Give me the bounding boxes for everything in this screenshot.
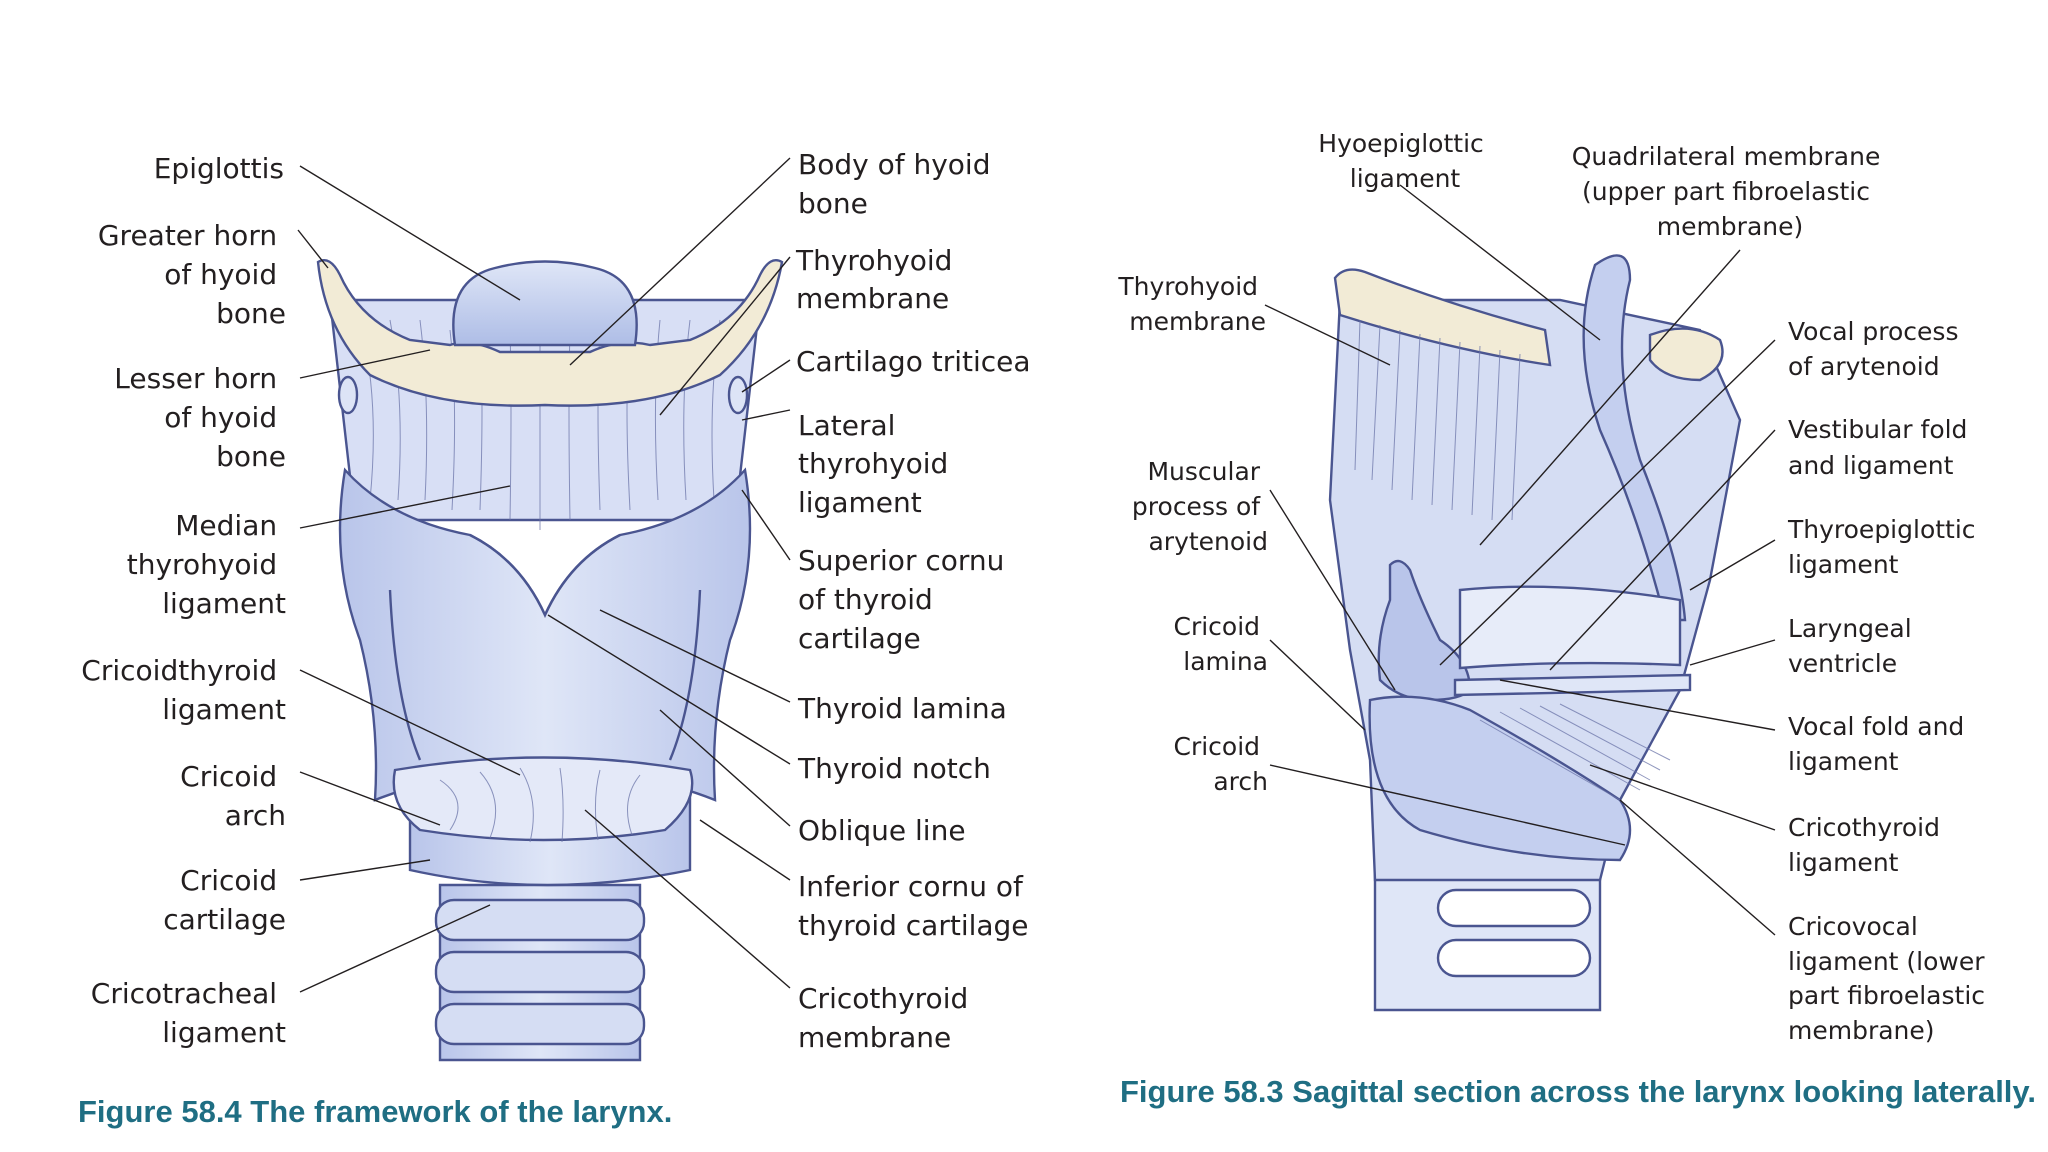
label-cricothyroid-membrane: Cricothyroid membrane — [798, 982, 977, 1054]
label-quadrilateral-membrane: Quadrilateral membrane (upper part fibro… — [1572, 142, 1889, 241]
label-sag-thyrohyoid-membrane: Thyrohyoid membrane — [1117, 272, 1266, 336]
framework-leaders — [297, 157, 791, 993]
label-vocal-fold: Vocal fold and ligament — [1788, 712, 1972, 776]
label-sag-cricoid-arch: Cricoid arch — [1174, 732, 1269, 796]
sagittal-cricoid — [1368, 695, 1632, 862]
sagittal-labels-top: Hyoepiglottic ligament Quadrilateral mem… — [1318, 129, 1889, 241]
label-lateral-thyrohyoid: Lateral thyrohyoid ligament — [798, 409, 957, 519]
membrane-fibres — [359, 319, 721, 530]
sagittal-labels-right: Vocal process of arytenoid Vestibular fo… — [1787, 317, 1993, 1045]
caption-figure-58-4: Figure 58.4 The framework of the larynx. — [78, 1094, 672, 1129]
label-body-of-hyoid: Body of hyoid bone — [798, 148, 999, 220]
label-median-thyrohyoid: Median thyrohyoid ligament — [127, 509, 286, 620]
sagittal-epiglottis — [1582, 254, 1687, 622]
label-cricoid-cartilage: Cricoid cartilage — [163, 864, 286, 936]
label-oblique-line: Oblique line — [798, 814, 966, 847]
label-laryngeal-ventricle: Laryngeal ventricle — [1788, 614, 1920, 678]
label-epiglottis: Epiglottis — [154, 152, 284, 185]
label-vocal-process: Vocal process of arytenoid — [1788, 317, 1966, 381]
cricothyroid-window — [392, 756, 694, 842]
label-thyroepiglottic: Thyroepiglottic ligament — [1787, 515, 1984, 579]
label-thyroid-lamina: Thyroid lamina — [797, 692, 1007, 725]
caption-figure-58-3: Figure 58.3 Sagittal section across the … — [1120, 1074, 2036, 1109]
label-cricotracheal: Cricotracheal ligament — [91, 977, 286, 1049]
thyroid-notch-line — [469, 533, 621, 618]
label-greater-horn: Greater horn of hyoid bone — [98, 219, 286, 330]
label-lesser-horn: Lesser horn of hyoid bone — [114, 362, 286, 473]
label-vestibular-fold: Vestibular fold and ligament — [1788, 415, 1975, 480]
label-inferior-cornu: Inferior cornu of thyroid cartilage — [798, 870, 1032, 942]
label-cricoid-arch-left: Cricoid arch — [180, 760, 286, 832]
framework-illustration — [316, 258, 784, 1062]
framework-labels-right: Body of hyoid bone Thyrohyoid membrane C… — [795, 148, 1032, 1054]
label-superior-cornu: Superior cornu of thyroid cartilage — [798, 544, 1013, 655]
label-thyroid-notch: Thyroid notch — [797, 752, 991, 785]
sagittal-leaders — [1264, 184, 1776, 936]
label-cricovocal: Cricovocal ligament (lower part fibroela… — [1788, 912, 1993, 1045]
label-cartilago-triticea: Cartilago triticea — [796, 345, 1031, 378]
tracheal-rings — [434, 898, 646, 1046]
sagittal-ventricle — [1458, 585, 1682, 670]
epiglottis — [452, 260, 638, 347]
label-sag-cricothyroid: Cricothyroid ligament — [1788, 813, 1948, 877]
sagittal-vocal-fold — [1453, 673, 1692, 697]
hyoid-bone — [316, 258, 784, 407]
label-muscular-process: Muscular process of arytenoid — [1132, 457, 1268, 556]
label-thyrohyoid-membrane: Thyrohyoid membrane — [795, 244, 961, 315]
sagittal-illustration — [1328, 254, 1742, 1012]
framework-labels-left: Epiglottis Greater horn of hyoid bone Le… — [81, 152, 286, 1049]
label-hyoepiglottic: Hyoepiglottic ligament — [1318, 129, 1491, 193]
label-cricoidthyroid: Cricoidthyroid ligament — [81, 654, 286, 726]
sagittal-labels-left: Thyrohyoid membrane Muscular process of … — [1117, 272, 1268, 796]
label-cricoid-lamina: Cricoid lamina — [1174, 612, 1269, 676]
